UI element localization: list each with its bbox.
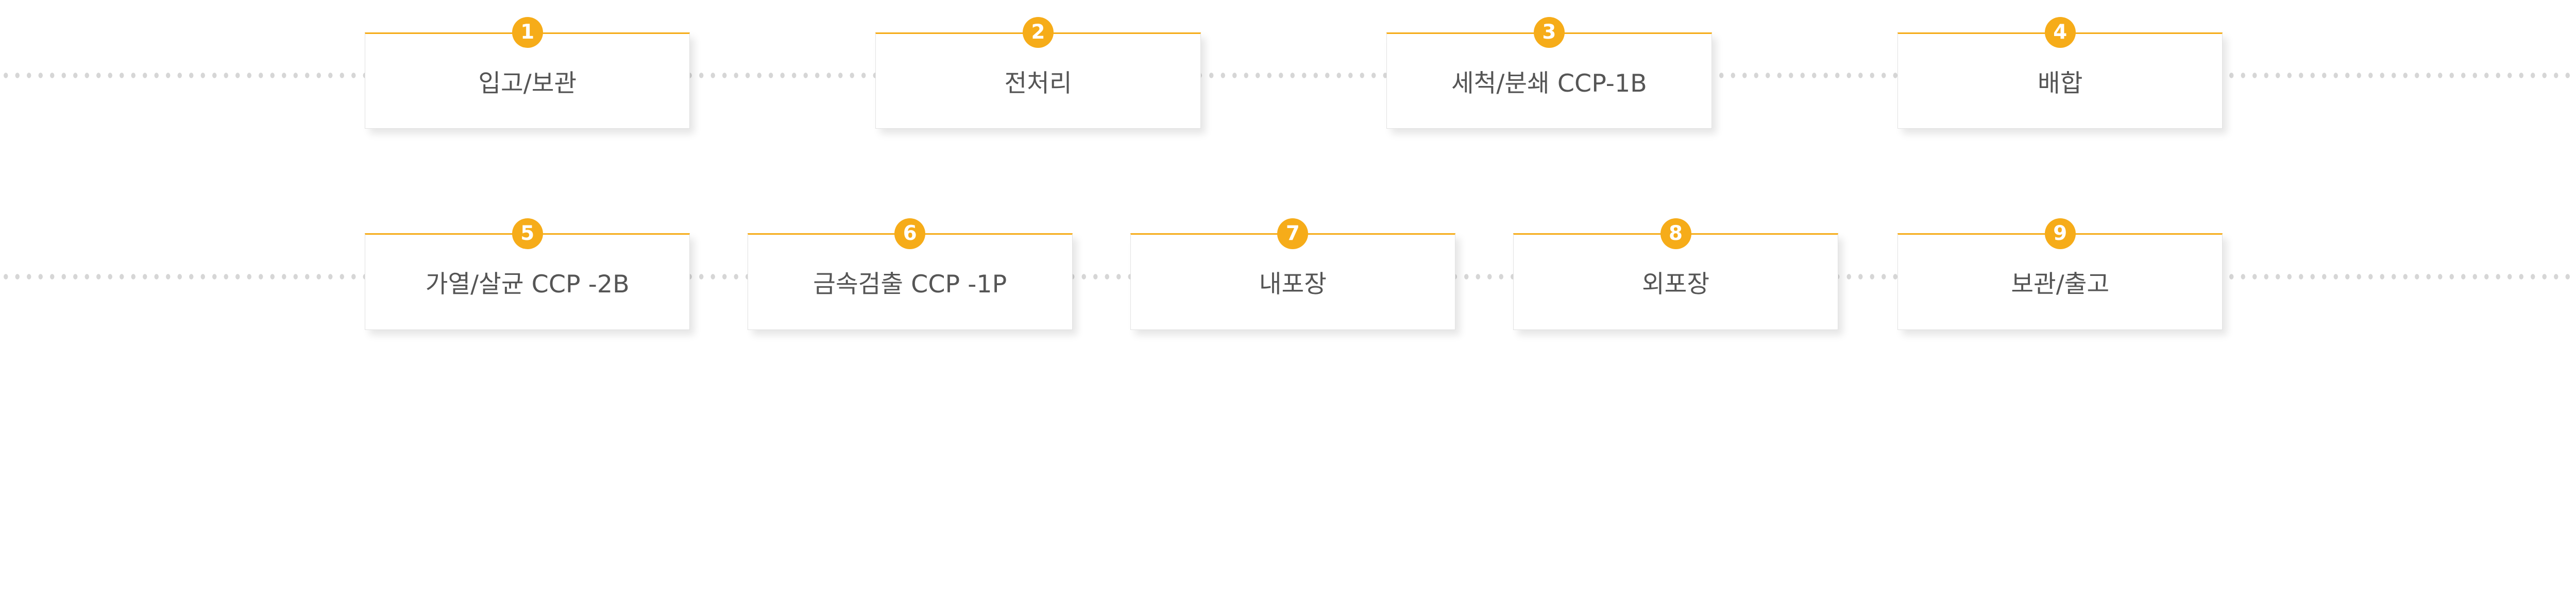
process-step-4: 4 배합 (1897, 17, 2223, 129)
step-number-badge: 7 (1277, 218, 1309, 249)
process-step-6: 6 금속검출 CCP -1P (747, 218, 1073, 330)
step-number-badge: 1 (512, 17, 543, 48)
step-label: 보관/출고 (2011, 270, 2110, 299)
row1-connector-line (0, 73, 2576, 79)
process-step-3: 3 세척/분쇄 CCP-1B (1386, 17, 1712, 129)
step-number-badge: 5 (512, 218, 543, 249)
process-step-5: 5 가열/살균 CCP -2B (365, 218, 690, 330)
step-number-badge: 3 (1533, 17, 1565, 48)
step-number-badge: 9 (2044, 218, 2076, 249)
step-number-badge: 6 (894, 218, 926, 249)
step-number-badge: 8 (1660, 218, 1691, 249)
process-step-1: 1 입고/보관 (365, 17, 690, 129)
process-step-9: 9 보관/출고 (1897, 218, 2223, 330)
step-label: 전처리 (1004, 69, 1072, 98)
step-number-badge: 2 (1023, 17, 1054, 48)
step-label: 가열/살균 CCP -2B (425, 270, 630, 299)
step-label: 외포장 (1641, 270, 1710, 299)
process-step-8: 8 외포장 (1513, 218, 1839, 330)
step-label: 금속검출 CCP -1P (813, 270, 1007, 299)
step-number-badge: 4 (2044, 17, 2076, 48)
step-label: 세척/분쇄 CCP-1B (1451, 69, 1647, 98)
process-step-7: 7 내포장 (1130, 218, 1455, 330)
process-step-2: 2 전처리 (875, 17, 1201, 129)
step-label: 배합 (2038, 69, 2083, 98)
step-label: 내포장 (1259, 270, 1327, 299)
step-label: 입고/보관 (478, 69, 577, 98)
